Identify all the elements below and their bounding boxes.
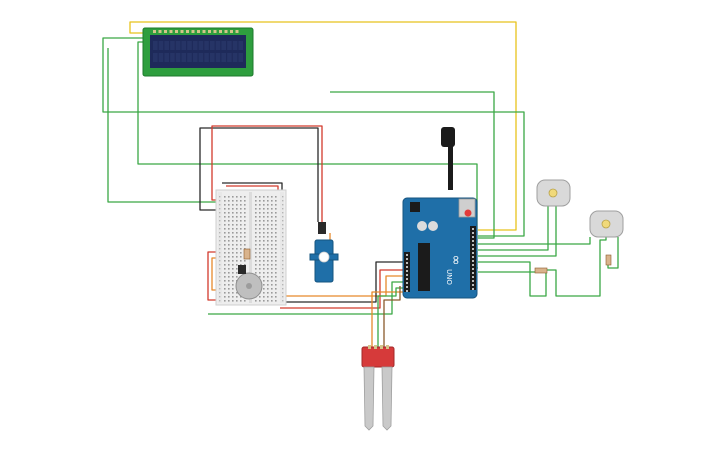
resistor-2[interactable] bbox=[605, 254, 612, 266]
power-jack bbox=[410, 202, 420, 212]
usb-cable-body bbox=[448, 145, 453, 190]
wire-brown[interactable] bbox=[383, 286, 401, 347]
soil-probe-left bbox=[363, 366, 375, 431]
arduino-uno[interactable]: ∞ UNO bbox=[402, 127, 478, 299]
wire-green[interactable] bbox=[478, 206, 557, 257]
arduino-model-label: UNO bbox=[445, 269, 453, 285]
soil-moisture-sensor[interactable] bbox=[361, 345, 395, 431]
breadboard-ldr[interactable] bbox=[238, 265, 246, 274]
lcd-screen bbox=[150, 35, 246, 68]
wire-black[interactable] bbox=[199, 127, 319, 222]
lcd-character-cells bbox=[153, 41, 244, 62]
reset-button[interactable] bbox=[464, 209, 472, 217]
lcd-display[interactable] bbox=[142, 27, 254, 77]
wire-green[interactable] bbox=[478, 261, 547, 297]
arduino-power-header bbox=[404, 252, 410, 292]
resistor-1[interactable] bbox=[534, 267, 548, 274]
wire-green[interactable] bbox=[208, 281, 404, 315]
servo-horn bbox=[318, 251, 330, 263]
lcd-header-pins bbox=[153, 30, 239, 33]
wire-green[interactable] bbox=[478, 206, 549, 251]
wire-red[interactable] bbox=[280, 269, 404, 309]
capacitor bbox=[417, 221, 427, 231]
wire-green[interactable] bbox=[478, 237, 591, 245]
wire-green[interactable] bbox=[607, 237, 619, 269]
wire-green[interactable] bbox=[547, 237, 607, 297]
capacitor bbox=[428, 221, 438, 231]
wire-green[interactable] bbox=[377, 287, 404, 347]
wire-green[interactable] bbox=[107, 48, 216, 203]
breadboard-center-gap bbox=[249, 192, 252, 303]
breadboard-power-rail-right bbox=[280, 192, 284, 303]
breadboard-power-rail-left bbox=[218, 192, 222, 303]
breadboard-resistor[interactable] bbox=[243, 248, 251, 260]
micro-servo[interactable] bbox=[309, 222, 339, 283]
servo-connector bbox=[318, 222, 326, 234]
wires bbox=[102, 21, 619, 347]
arduino-logo: ∞ bbox=[448, 255, 463, 266]
atmega-chip bbox=[418, 243, 430, 291]
dc-motor-2[interactable] bbox=[589, 210, 624, 238]
wire-red[interactable] bbox=[211, 125, 323, 222]
soil-probe-right bbox=[381, 366, 393, 431]
piezo-buzzer[interactable] bbox=[235, 272, 263, 300]
wire-green[interactable] bbox=[102, 37, 525, 237]
wire-green[interactable] bbox=[330, 91, 495, 239]
wire-black[interactable] bbox=[270, 261, 404, 303]
wire-orange[interactable] bbox=[262, 275, 404, 297]
usb-cable bbox=[441, 127, 455, 147]
arduino-digital-header bbox=[470, 226, 476, 290]
soil-sensor-pins bbox=[368, 345, 389, 349]
wire-yellow[interactable] bbox=[129, 21, 517, 231]
wire-orange[interactable] bbox=[371, 291, 404, 347]
dc-motor-1[interactable] bbox=[536, 179, 571, 207]
